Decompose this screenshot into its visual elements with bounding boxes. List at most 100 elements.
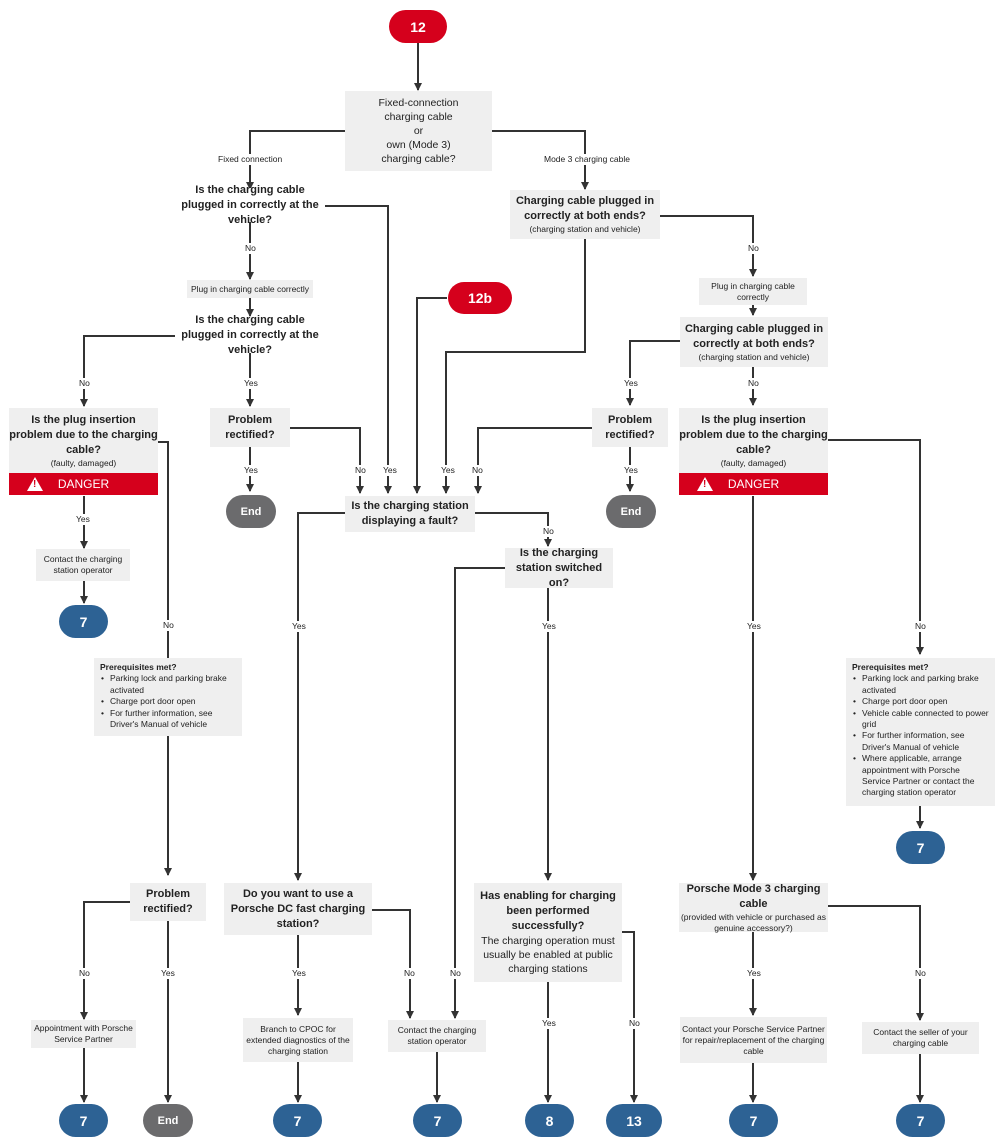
fc-danger-banner: ! DANGER [9, 473, 158, 495]
goto-7-oval[interactable]: 7 [896, 831, 945, 864]
fc-question-plugged: Is the charging cable plugged in correct… [175, 184, 325, 226]
fc-prerequisites: Prerequisites met? Parking lock and park… [94, 658, 242, 736]
m3-q-porsche-cable-note: (provided with vehicle or purchased as g… [680, 911, 827, 933]
label-no: No [628, 1018, 641, 1029]
label-no: No [747, 378, 760, 389]
m3-q-plugged2-note: (charging station and vehicle) [698, 351, 810, 362]
question-station-fault: Is the charging station displaying a fau… [345, 496, 475, 532]
m3-contact-seller: Contact the seller of your charging cabl… [862, 1022, 979, 1054]
label-no: No [914, 621, 927, 632]
warning-icon: ! [27, 477, 43, 491]
m3-prereq-item: Parking lock and parking brake activated [853, 673, 989, 696]
label-fixed-connection: Fixed connection [217, 154, 284, 165]
label-no: No [162, 620, 175, 631]
question-enabling: Has enabling for charging been performed… [474, 883, 622, 982]
fc-prereq-title: Prerequisites met? [100, 662, 177, 672]
label-yes: Yes [75, 514, 91, 525]
q1-line5: charging cable? [381, 153, 456, 165]
m3-plug-in-correctly: Plug in charging cable correctly [699, 278, 807, 305]
label-yes: Yes [243, 378, 259, 389]
q1-line3: or [413, 125, 424, 137]
m3-plug-in-text: Plug in charging cable correctly [711, 280, 795, 302]
m3-prerequisites: Prerequisites met? Parking lock and park… [846, 658, 995, 806]
fc-plug-in-text: Plug in charging cable correctly [190, 283, 310, 294]
label-no: No [244, 243, 257, 254]
center-q-switched-text: Is the charging station switched on? [515, 546, 603, 589]
fc-q-insertion-note: (faulty, damaged) [50, 457, 117, 468]
m3-prereq-item: Where applicable, arrange appointment wi… [853, 753, 989, 799]
goto-8-oval[interactable]: 8 [525, 1104, 574, 1137]
fc-question-rectified: Problem rectified? [210, 408, 290, 447]
m3-danger-text: DANGER [727, 477, 780, 491]
label-no: No [914, 968, 927, 979]
m3-question-porsche-cable: Porsche Mode 3 charging cable (provided … [679, 882, 828, 933]
fc-q-plugged-text: Is the charging cable plugged in correct… [181, 183, 319, 226]
end-oval[interactable]: End [226, 495, 276, 528]
fc-q-rectified2-text: Problem rectified? [143, 888, 193, 915]
m3-q-plugged-text: Charging cable plugged in correctly at b… [515, 195, 655, 222]
label-yes: Yes [243, 465, 259, 476]
center-contact-operator-text: Contact the charging station operator [397, 1025, 477, 1046]
question-cable-type: Fixed-connection charging cable or own (… [345, 91, 492, 171]
fc-q-plugged2-text: Is the charging cable plugged in correct… [181, 314, 319, 356]
center-q-fault-text: Is the charging station displaying a fau… [351, 500, 469, 527]
m3-prereq-list: Parking lock and parking brake activated… [852, 673, 989, 798]
m3-q-porsche-cable-text: Porsche Mode 3 charging cable [686, 882, 821, 910]
fc-appointment-psp: Appointment with Porsche Service Partner [31, 1020, 136, 1048]
goto-7-oval[interactable]: 7 [896, 1104, 945, 1137]
fc-question-plugged-2: Is the charging cable plugged in correct… [175, 314, 325, 356]
goto-7-oval[interactable]: 7 [273, 1104, 322, 1137]
end-oval[interactable]: End [606, 495, 656, 528]
label-yes: Yes [623, 378, 639, 389]
end-oval[interactable]: End [143, 1104, 193, 1137]
label-no: No [403, 968, 416, 979]
fc-question-rectified-2: Problem rectified? [130, 883, 206, 921]
label-mode3-cable: Mode 3 charging cable [543, 154, 632, 165]
center-contact-operator: Contact the charging station operator [388, 1020, 486, 1052]
label-no: No [78, 378, 91, 389]
m3-prereq-item: For further information, see Driver's Ma… [853, 730, 989, 753]
label-yes: Yes [623, 465, 639, 476]
question-porsche-dc: Do you want to use a Porsche DC fast cha… [224, 883, 372, 935]
fc-question-insertion: Is the plug insertion problem due to the… [9, 408, 158, 473]
label-no: No [747, 243, 760, 254]
m3-q-insertion-text: Is the plug insertion problem due to the… [679, 413, 828, 456]
goto-7-oval[interactable]: 7 [59, 605, 108, 638]
m3-question-insertion: Is the plug insertion problem due to the… [679, 408, 828, 473]
center-q-enabling-text: Has enabling for charging been performed… [480, 890, 616, 932]
start-oval-12b[interactable]: 12b [448, 282, 512, 314]
branch-cpoc: Branch to CPOC for extended diagnostics … [243, 1018, 353, 1062]
fc-q-rectified-text: Problem rectified? [225, 413, 275, 441]
m3-prereq-item: Charge port door open [853, 696, 989, 708]
center-q-dc-text: Do you want to use a Porsche DC fast cha… [230, 887, 366, 930]
fc-prereq-item: For further information, see Driver's Ma… [101, 708, 236, 731]
q1-line4: own (Mode 3) [386, 139, 451, 151]
m3-contact-psp-text: Contact your Porsche Service Partner for… [682, 1023, 825, 1056]
label-no: No [471, 465, 484, 476]
fc-danger-text: DANGER [57, 477, 110, 491]
label-yes: Yes [746, 968, 762, 979]
m3-q-insertion-note: (faulty, damaged) [720, 457, 787, 468]
fc-prereq-item: Charge port door open [101, 696, 236, 708]
goto-7-oval[interactable]: 7 [413, 1104, 462, 1137]
label-yes: Yes [746, 621, 762, 632]
fc-appointment-text: Appointment with Porsche Service Partner [34, 1023, 133, 1044]
goto-13-oval[interactable]: 13 [606, 1104, 662, 1137]
label-yes: Yes [291, 621, 307, 632]
m3-danger-banner: ! DANGER [679, 473, 828, 495]
fc-plug-in-correctly: Plug in charging cable correctly [187, 280, 313, 298]
m3-prereq-title: Prerequisites met? [852, 662, 929, 672]
start-oval-12[interactable]: 12 [389, 10, 447, 43]
label-no: No [78, 968, 91, 979]
m3-question-rectified: Problem rectified? [592, 408, 668, 447]
label-yes: Yes [541, 621, 557, 632]
m3-contact-psp: Contact your Porsche Service Partner for… [680, 1017, 827, 1063]
label-no: No [449, 968, 462, 979]
m3-q-rectified-text: Problem rectified? [605, 413, 655, 441]
goto-7-oval[interactable]: 7 [59, 1104, 108, 1137]
m3-q-plugged2-text: Charging cable plugged in correctly at b… [684, 322, 824, 350]
goto-7-oval[interactable]: 7 [729, 1104, 778, 1137]
m3-question-plugged: Charging cable plugged in correctly at b… [510, 190, 660, 239]
fc-prereq-list: Parking lock and parking brake activated… [100, 673, 236, 730]
